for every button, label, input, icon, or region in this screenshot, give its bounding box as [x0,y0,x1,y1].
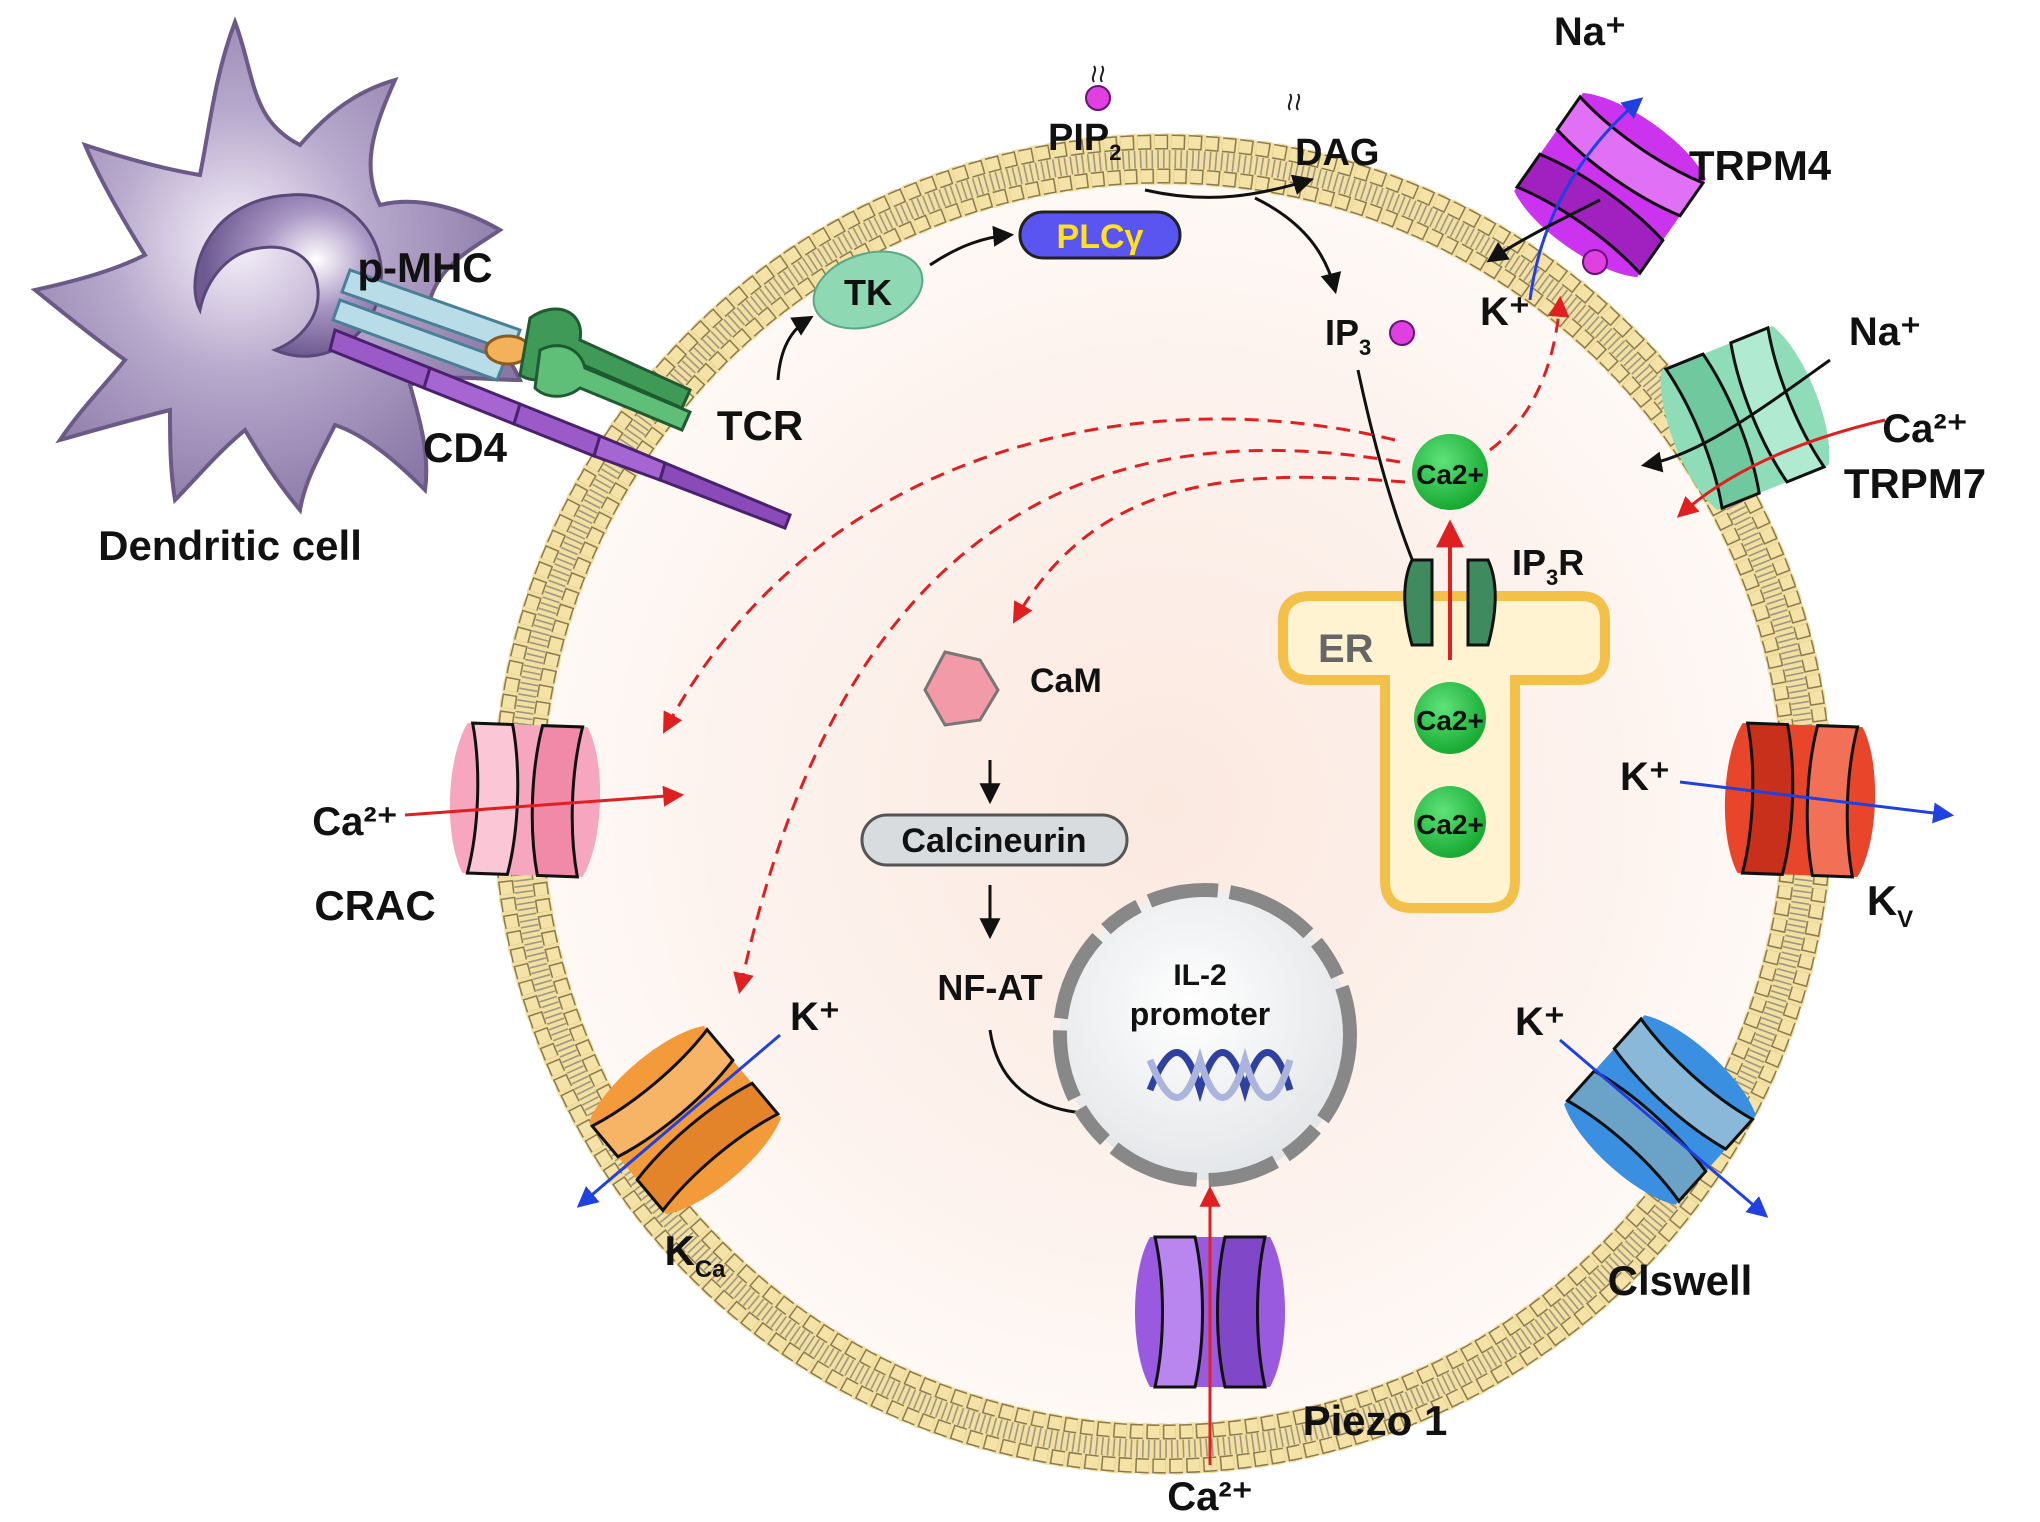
calcium-signals [663,295,1570,995]
immune-synapse: p-MHC CD4 TCR [328,244,803,530]
dag-label: DAG [1295,132,1379,174]
dendritic-cell-body [30,16,524,515]
clswell-label: Clswell [1608,1257,1753,1304]
crac-channel [449,721,601,879]
kca-channel [588,1025,782,1215]
plc-to-ip3-arrow [1254,196,1342,295]
piezo1-channel [1135,1235,1285,1389]
tk-node [812,250,924,330]
tk-to-plc-arrow [929,225,1015,267]
dendritic-cell: Dendritic cell [30,16,524,569]
trpm4-na-arrow [1528,97,1644,301]
nfat-label: NF-AT [937,967,1042,1008]
tcr-label: TCR [717,402,803,449]
trpm4-channel [1514,92,1706,278]
trpm4-label: TRPM4 [1689,142,1832,189]
il2-nucleus-envelope [1053,883,1357,1187]
er-label: ER [1318,627,1374,671]
calcineurin-node [860,813,1129,867]
plc-label: PLCγ [1057,218,1144,256]
p-mhc [331,268,532,382]
cam-label: CaM [1030,662,1102,700]
plc-node [1018,210,1182,260]
crac-ca-label: Ca²⁺ [312,800,398,844]
kv-channel [1724,721,1876,879]
kca-k-label: K⁺ [790,995,840,1039]
er-calcium-2-label: Ca2+ [1416,809,1484,840]
piezo-label: Piezo 1 [1303,1397,1448,1444]
il2-nucleus: IL-2 promoter [1053,883,1357,1187]
pip2-to-dag-arrow [1144,174,1315,199]
tcr-complex [518,307,692,432]
trpm7-ca-arrow [1676,418,1886,518]
crac-label: CRAC [314,882,435,929]
trpm4-na-label: Na⁺ [1554,10,1626,54]
ip3-label: IP3 [1325,312,1371,360]
kca-label: KCa [664,1227,726,1283]
pip2-label: PIP2 [1048,117,1122,165]
cd4 [328,327,792,530]
calcineurin-label: Calcineurin [901,822,1086,860]
pip2-head [1085,85,1111,111]
cd4-label: CD4 [423,424,508,471]
er-calcium-2 [1414,786,1486,858]
tk-label: TK [844,272,892,313]
ip3r-label: IP3R [1512,542,1584,590]
trpm7-na-label: Na⁺ [1849,310,1921,354]
dendritic-cell-label: Dendritic cell [98,522,362,569]
trpm4-k-arrow [1486,198,1601,263]
dna-helix [1146,1049,1294,1103]
ip3-molecule [1389,320,1415,346]
signalling-cascade: TK PLCγ PIP2 DAG IP3 [776,65,1432,604]
p-mhc-label: p-MHC [357,244,492,291]
ip3r-channel [1403,558,1497,647]
kv-k-label: K⁺ [1620,755,1670,799]
kv-label: KV [1867,877,1913,933]
trpm7-label: TRPM7 [1844,460,1986,507]
ca-to-crac-arrow [663,417,1396,734]
clswell-channel [1564,1015,1756,1205]
nfat-pathway: CaM Calcineurin NF-AT IL-2 promoter [860,650,1357,1187]
trpm4-k-label: K⁺ [1480,290,1530,334]
trpm7-ca-label: Ca²⁺ [1882,407,1968,451]
endoplasmic-reticulum: ER Ca2+ Ca2+ IP3R Ca2+ [1278,434,1610,913]
ca-to-trpm4-arrow [1489,295,1570,452]
er-calcium-1 [1414,682,1486,754]
kca-k-arrow [576,1033,781,1208]
kv-k-arrow [1679,780,1955,824]
cytosolic-calcium-label: Ca2+ [1416,459,1484,490]
il2-label-line2: promoter [1130,996,1270,1032]
piezo-ca-label: Ca²⁺ [1167,1475,1253,1519]
tcr-to-tk-arrow [776,315,814,381]
er-calcium-1-label: Ca2+ [1416,705,1484,736]
cytosolic-calcium [1412,434,1488,510]
clswell-k-arrow [1559,1038,1769,1218]
trpm7-na-arrow [1640,358,1831,473]
ca-to-kca-arrow [733,448,1401,995]
ca-to-cam-arrow [1012,475,1406,624]
clswell-k-label: K⁺ [1515,1000,1565,1044]
crac-ca-arrow [404,785,685,817]
cam-node [923,650,1000,727]
il2-label-line1: IL-2 [1173,959,1226,992]
